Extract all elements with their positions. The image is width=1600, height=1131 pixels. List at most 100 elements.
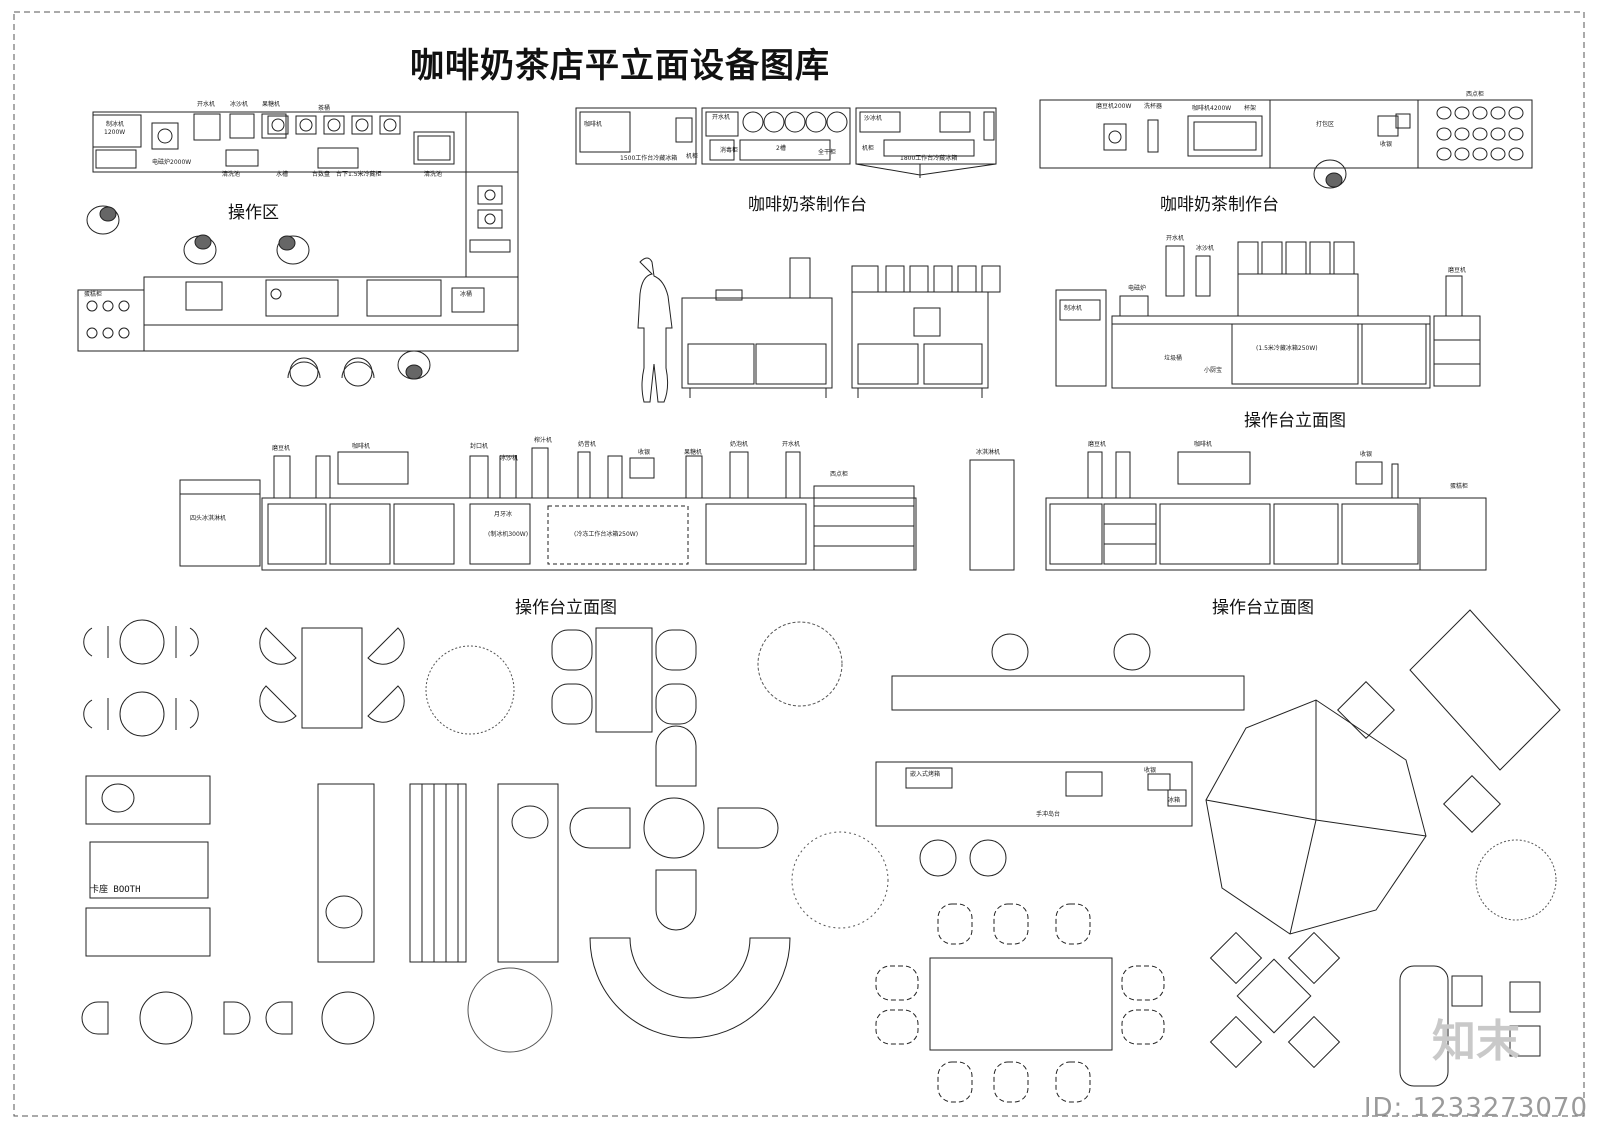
umbrella — [1206, 700, 1426, 934]
svg-text:磨豆机: 磨豆机 — [1088, 440, 1106, 448]
svg-text:收银: 收银 — [638, 448, 650, 456]
wb1-counter-b — [702, 108, 850, 164]
svg-text:1800工作台冷藏冰箱: 1800工作台冷藏冰箱 — [900, 154, 957, 162]
wb2-dessert-cups — [1437, 107, 1523, 160]
svg-text:清洗池: 清洗池 — [424, 170, 442, 178]
svg-text:台数盘: 台数盘 — [312, 170, 330, 178]
four-head-ice-cream — [180, 480, 260, 566]
svg-text:机柜: 机柜 — [686, 152, 698, 160]
plan-people — [87, 206, 430, 379]
wb2-counter — [1040, 100, 1532, 168]
elevation-top-right: 制冰机 电磁炉 开水机 冰沙机 磨豆机 (1.5米冷藏冰箱250W) 垃圾桶 小… — [1056, 234, 1480, 388]
barista-figure — [638, 258, 672, 402]
label-elevation-1: 操作台立面图 — [1244, 411, 1346, 431]
sheet-border — [14, 12, 1584, 1116]
bar-stools — [288, 358, 374, 386]
cake-burners — [87, 301, 129, 338]
workbench-plan-1: 咖啡机 1500工作台冷藏冰箱 机柜 开水机 消毒柜 2槽 全干柜 沙冰机 机柜… — [576, 108, 996, 178]
plan-boiler — [194, 114, 220, 140]
svg-text:榨汁机: 榨汁机 — [534, 436, 552, 444]
cake-cabinet — [78, 290, 144, 351]
svg-text:1200W: 1200W — [104, 129, 125, 136]
svg-text:打包区: 打包区 — [1316, 120, 1334, 128]
svg-text:茶桶: 茶桶 — [318, 104, 330, 112]
label-workbench-1: 咖啡奶茶制作台 — [748, 195, 867, 215]
svg-text:(冷冻工作台冰箱250W): (冷冻工作台冰箱250W) — [574, 530, 638, 538]
square-table-cluster — [1211, 933, 1340, 1068]
svg-text:磨豆机200W: 磨豆机200W — [1096, 102, 1131, 110]
island-counter: 嵌入式烤箱 手冲岛台 收银 冰箱 — [876, 634, 1244, 876]
watermark-id: ID: 1233273070 — [1363, 1093, 1588, 1123]
svg-text:蛋糕柜: 蛋糕柜 — [84, 290, 102, 298]
rect-table-4 — [260, 628, 404, 728]
elev1-tea-buckets — [886, 266, 1000, 292]
rect-table-dark — [552, 628, 696, 732]
label-operation-area: 操作区 — [228, 203, 279, 223]
svg-text:制冰机: 制冰机 — [106, 120, 124, 128]
plan-induction-top — [266, 280, 338, 316]
svg-text:电磁炉2000W: 电磁炉2000W — [152, 158, 191, 166]
plan-ice-machine — [93, 115, 141, 147]
svg-text:消毒柜: 消毒柜 — [720, 146, 738, 154]
svg-text:水槽: 水槽 — [276, 170, 288, 178]
label-elevation-3: 操作台立面图 — [1212, 598, 1314, 618]
corner-sofa — [1400, 966, 1540, 1086]
front-bar — [144, 325, 518, 351]
diagonal-table — [1338, 610, 1560, 832]
trees — [426, 622, 1556, 1052]
elevation-small — [638, 258, 1000, 402]
svg-text:蛋糕柜: 蛋糕柜 — [1450, 482, 1468, 490]
svg-text:咖啡机: 咖啡机 — [584, 120, 602, 128]
svg-text:收银: 收银 — [1360, 450, 1372, 458]
svg-text:杯架: 杯架 — [1244, 104, 1256, 112]
elev2-counter — [1112, 316, 1430, 388]
svg-text:洗杯器: 洗杯器 — [1144, 102, 1162, 110]
svg-text:手冲岛台: 手冲岛台 — [1036, 810, 1060, 818]
elev2-tea-buckets — [1238, 242, 1354, 274]
svg-text:咖啡机: 咖啡机 — [352, 442, 370, 450]
svg-text:冰沙机: 冰沙机 — [1196, 244, 1214, 252]
svg-text:冰桶: 冰桶 — [460, 290, 472, 298]
svg-text:冰沙机: 冰沙机 — [500, 454, 518, 462]
front-counter — [144, 277, 518, 325]
svg-text:(制冰机300W): (制冰机300W) — [488, 530, 528, 538]
svg-text:咖啡机: 咖啡机 — [1194, 440, 1212, 448]
svg-text:机柜: 机柜 — [862, 144, 874, 152]
curved-sofa — [590, 938, 790, 1038]
plan-fridge-drawer — [186, 282, 222, 310]
svg-text:冰沙机: 冰沙机 — [230, 100, 248, 108]
elev1-right-cabinet — [852, 292, 988, 388]
elev3-appliances — [274, 448, 800, 498]
svg-text:果糖机: 果糖机 — [262, 100, 280, 108]
label-elevation-2: 操作台立面图 — [515, 598, 617, 618]
elev1-left-cabinet — [682, 298, 832, 388]
svg-text:制冰机: 制冰机 — [1064, 304, 1082, 312]
svg-text:小厨宝: 小厨宝 — [1204, 366, 1222, 374]
svg-text:咖啡机4200W: 咖啡机4200W — [1192, 104, 1231, 112]
plan-sink — [414, 132, 454, 164]
svg-text:果糖机: 果糖机 — [684, 448, 702, 456]
svg-text:封口机: 封口机 — [470, 442, 488, 450]
svg-text:1500工作台冷藏冰箱: 1500工作台冷藏冰箱 — [620, 154, 677, 162]
svg-text:嵌入式烤箱: 嵌入式烤箱 — [910, 770, 940, 778]
svg-text:沙冰机: 沙冰机 — [864, 114, 882, 122]
elev2-ice-machine — [1056, 290, 1106, 386]
svg-text:垃圾桶: 垃圾桶 — [1164, 354, 1182, 362]
ice-cream-machine — [970, 460, 1014, 570]
svg-text:奶昔机: 奶昔机 — [578, 440, 596, 448]
elev2-boiler — [1166, 246, 1184, 296]
wb1-counter-c — [856, 108, 996, 164]
plan-shelf — [367, 280, 441, 316]
svg-text:清洗池: 清洗池 — [222, 170, 240, 178]
workbench-plan-2: 磨豆机200W 洗杯器 咖啡机4200W 杯架 打包区 收银 西点柜 — [1040, 90, 1532, 188]
svg-text:冰箱: 冰箱 — [1168, 796, 1180, 804]
svg-text:开水机: 开水机 — [1166, 234, 1184, 242]
operation-area-plan: 制冰机 1200W 开水机 冰沙机 果糖机 茶桶 电磁炉2000W 清洗池 水槽… — [78, 100, 518, 386]
long-table-10 — [876, 904, 1164, 1102]
svg-text:开水机: 开水机 — [197, 100, 215, 108]
svg-text:(1.5米冷藏冰箱250W): (1.5米冷藏冰箱250W) — [1256, 344, 1318, 352]
svg-text:收银: 收银 — [1380, 140, 1392, 148]
svg-text:奶泡机: 奶泡机 — [730, 440, 748, 448]
